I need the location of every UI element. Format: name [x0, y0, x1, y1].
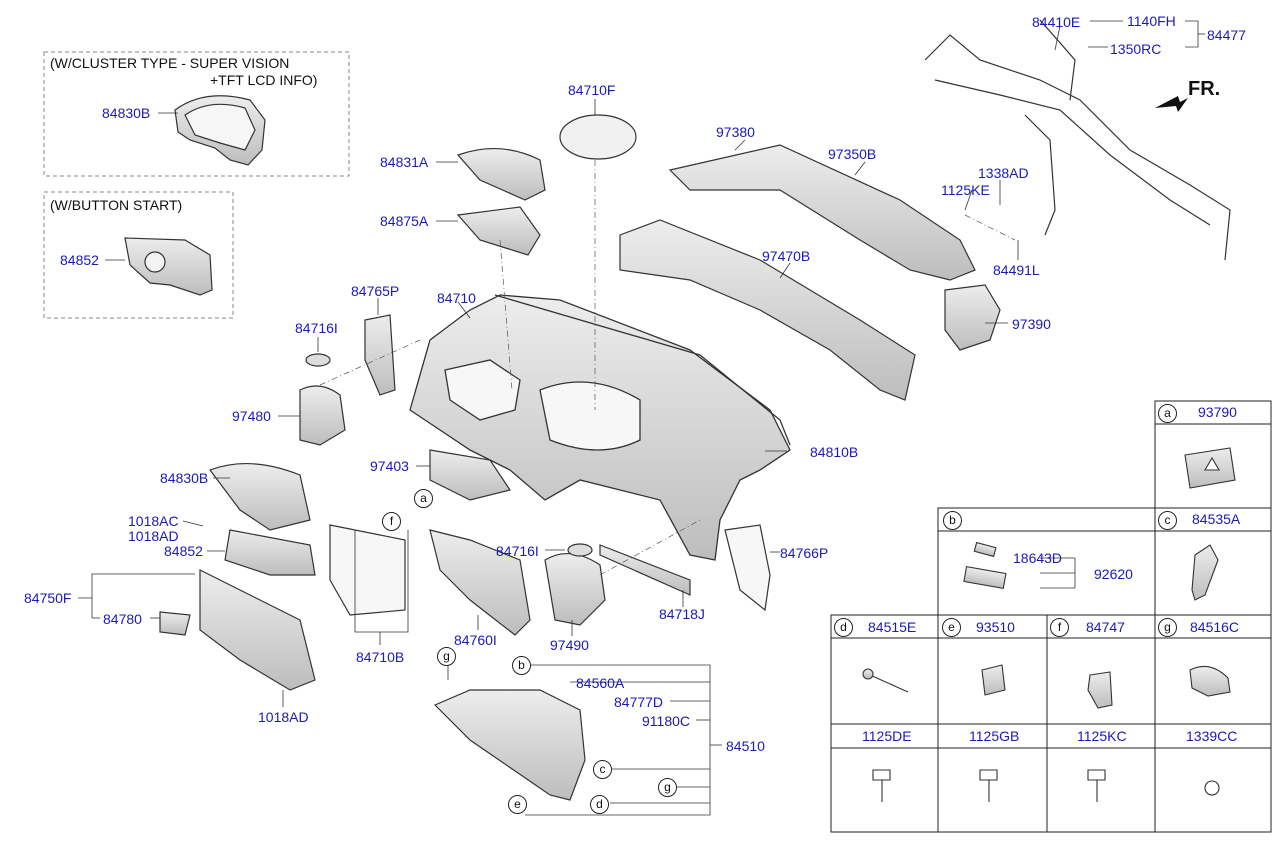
legend-part-f: 84747 [1086, 619, 1125, 635]
crash-pad-drawing [409, 294, 791, 561]
part-label[interactable]: 84410E [1032, 14, 1081, 30]
part-label[interactable]: 84765P [351, 283, 400, 299]
legend-key-b: b [943, 511, 962, 530]
part-label[interactable]: 1350RC [1110, 41, 1162, 57]
leader-lines [78, 20, 1205, 816]
callout-a[interactable]: a [414, 489, 433, 508]
part-label[interactable]: 84780 [103, 611, 142, 627]
part-label[interactable]: 84875A [380, 213, 429, 229]
forward-arrow [1155, 96, 1188, 112]
note-button-start: (W/BUTTON START) [50, 197, 183, 213]
callout-g[interactable]: g [437, 647, 456, 666]
legend-grid [830, 400, 1272, 833]
part-label[interactable]: 1018AD [258, 709, 309, 725]
button-start-option-box [43, 191, 234, 319]
callout-d[interactable]: d [590, 795, 609, 814]
cluster-hood-drawing [174, 95, 266, 166]
part-label[interactable]: 97403 [370, 458, 409, 474]
part-label[interactable]: 97490 [550, 637, 589, 653]
part-label[interactable]: 97480 [232, 408, 271, 424]
part-label[interactable]: 1018AD [128, 528, 179, 544]
part-label[interactable]: 84510 [726, 738, 765, 754]
legend-bolt-4: 1339CC [1186, 728, 1238, 744]
callout-g[interactable]: g [658, 778, 677, 797]
legend-part-a: 93790 [1198, 404, 1237, 420]
part-label[interactable]: 84766P [780, 545, 829, 561]
legend-key-c: c [1158, 511, 1177, 530]
legend-part-g: 84516C [1190, 619, 1240, 635]
part-label[interactable]: 84830B [160, 470, 209, 486]
legend-part-drawings [862, 447, 1236, 802]
legend-b-sub2: 92620 [1094, 566, 1133, 582]
part-label[interactable]: 84810B [810, 444, 859, 460]
part-label[interactable]: 97470B [762, 248, 811, 264]
part-label[interactable]: 1338AD [978, 165, 1029, 181]
part-label[interactable]: 84718J [659, 606, 705, 622]
legend-bolt-3: 1125KC [1077, 728, 1127, 744]
part-label[interactable]: 84777D [614, 694, 664, 710]
direction-label: FR. [1188, 78, 1221, 100]
part-label[interactable]: 97380 [716, 124, 755, 140]
legend-bolt-2: 1125GB [969, 728, 1020, 744]
part-label[interactable]: 84750F [24, 590, 72, 606]
callout-c[interactable]: c [593, 760, 612, 779]
part-label[interactable]: 84716I [295, 320, 338, 336]
button-start-drawing [124, 237, 213, 296]
part-label[interactable]: 84852 [60, 252, 99, 268]
part-label[interactable]: 84710 [437, 290, 476, 306]
legend-key-e: e [942, 618, 961, 637]
part-label[interactable]: 91180C [642, 713, 691, 729]
legend-part-c: 84535A [1192, 511, 1241, 527]
part-label[interactable]: 1018AC [128, 513, 179, 529]
legend-part-e: 93510 [976, 619, 1015, 635]
defroster-drawing [456, 114, 637, 256]
callout-f[interactable]: f [382, 512, 401, 531]
part-label[interactable]: 84491L [993, 262, 1040, 278]
legend-key-a: a [1158, 404, 1177, 423]
legend-bolt-1: 1125DE [862, 728, 912, 744]
legend-part-d: 84515E [868, 619, 917, 635]
cowl-crossbar-drawing [924, 19, 1231, 261]
part-label[interactable]: 84710B [356, 649, 405, 665]
air-duct-drawing [619, 144, 1001, 401]
part-label[interactable]: 84716I [496, 543, 539, 559]
legend-key-f: f [1050, 618, 1069, 637]
cluster-option-box [43, 51, 350, 177]
part-label[interactable]: 84560A [576, 675, 625, 691]
legend-key-g: g [1158, 618, 1177, 637]
part-label[interactable]: 97350B [828, 146, 877, 162]
part-label[interactable]: 84852 [164, 543, 203, 559]
callout-b[interactable]: b [512, 656, 531, 675]
center-lines [319, 160, 1016, 576]
part-label[interactable]: 84830B [102, 105, 151, 121]
part-label[interactable]: 84760I [454, 632, 497, 648]
callout-e[interactable]: e [508, 795, 527, 814]
note-cluster-type-2: +TFT LCD INFO) [210, 72, 318, 88]
part-label[interactable]: 84831A [380, 154, 429, 170]
part-label[interactable]: 97390 [1012, 316, 1051, 332]
part-label[interactable]: 1140FH [1127, 13, 1176, 29]
part-label[interactable]: 84477 [1207, 27, 1246, 43]
legend-key-d: d [834, 618, 853, 637]
note-cluster-type: (W/CLUSTER TYPE - SUPER VISION [50, 55, 290, 71]
glove-box-drawing [159, 314, 771, 801]
part-label[interactable]: 1125KE [941, 182, 990, 198]
legend-b-sub1: 18643D [1013, 550, 1063, 566]
part-label[interactable]: 84710F [568, 82, 616, 98]
